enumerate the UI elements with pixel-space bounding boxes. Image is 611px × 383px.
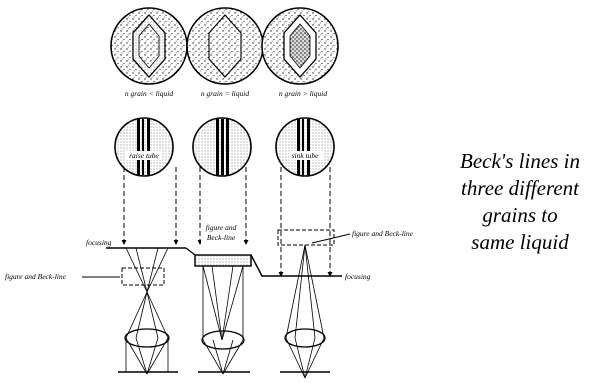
figure-beck-label-right: figure and Beck-line [352,229,414,238]
grain-label-2: n grain = liquid [201,89,249,98]
grain-label-3: n grain > liquid [279,89,327,98]
side-caption-line-1: Beck's lines in [432,148,608,175]
optics-middle [198,266,250,374]
tube-label-sink: sink tube [292,151,320,160]
side-caption-line-3: grains to [432,202,608,229]
side-caption: Beck's lines in three different grains t… [432,148,608,256]
grain-circle-3 [262,8,338,84]
figure-beck-label-left: figure and Beck-line [5,272,67,281]
focusing-label-left: focusing [86,238,112,247]
figure-and-label: figure and [206,223,237,232]
grain-label-1: n grain < liquid [125,89,173,98]
grain-circle-2 [187,8,263,84]
optics-right [280,245,330,378]
grain-circle-1 [111,8,187,84]
focusing-label-right: focusing [345,272,371,281]
beck-line-label: Beck-line [207,233,236,242]
side-caption-line-2: three different [432,175,608,202]
tube-circle-2 [193,118,251,176]
tube-circle-3 [276,118,334,176]
leader-right [312,234,350,243]
optics-left [118,248,178,374]
side-caption-line-4: same liquid [432,229,608,256]
tube-label-raise: raise tube [129,151,159,160]
